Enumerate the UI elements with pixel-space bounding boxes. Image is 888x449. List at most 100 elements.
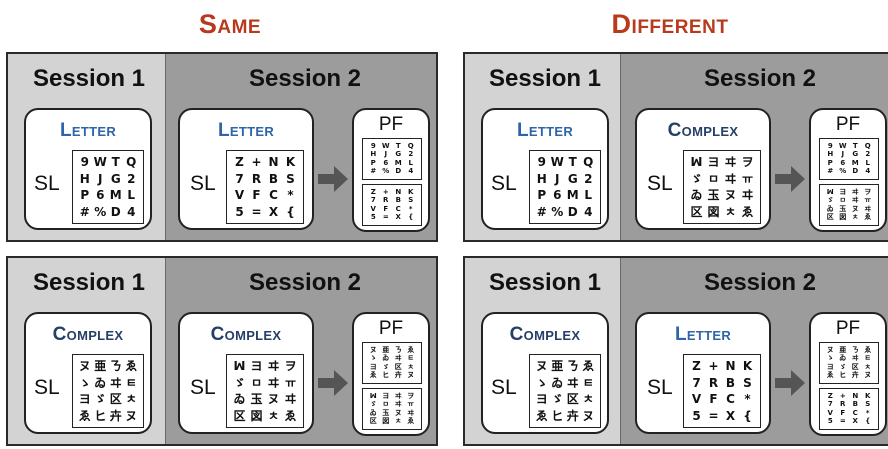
grid-cell: ヌ [535, 359, 548, 374]
grid-cell: F [840, 408, 846, 417]
session2-stimulus-type: Letter [674, 324, 732, 345]
grid-cell: { [286, 204, 295, 219]
grid-cell: ㅊ [724, 204, 737, 219]
grid-cell: 図 [839, 213, 847, 222]
grid-cell: D [110, 204, 121, 219]
grid-cell: 卉 [109, 408, 122, 423]
arrow-right-icon [318, 370, 348, 396]
grid-cell: 7 [235, 171, 244, 186]
grid-cell: H [79, 171, 90, 186]
grid-cell: 卉 [566, 408, 579, 423]
grid-cell: P [80, 188, 90, 203]
session2-stimulus-type: Letter [217, 120, 275, 141]
pf-label: PF [835, 114, 861, 135]
grid-cell: ꟽ [690, 155, 703, 170]
grid-cell: 4 [127, 204, 136, 219]
grid-cell: Z [827, 391, 833, 400]
grid-cell: L [408, 158, 413, 167]
grid-cell: 7 [827, 400, 833, 409]
grid-cell: ヰ [851, 354, 859, 363]
grid-cell: 2 [865, 150, 871, 159]
grid-cell: 区 [826, 213, 834, 222]
grid-cell: # [79, 204, 90, 219]
grid-cell: ヌ [864, 371, 872, 380]
grid-cell: Q [126, 155, 137, 170]
grid-cell: ゑ [407, 417, 415, 426]
grid-cell: K [865, 391, 871, 400]
grid-cell: L [865, 158, 870, 167]
grid-cell: ㅌ [125, 375, 137, 390]
grid-cell: ヌ [267, 392, 280, 407]
grid-cell: ㅌ [864, 354, 871, 363]
grid-cell: ゑ [284, 408, 297, 423]
grid-cell: = [708, 408, 719, 423]
grid-cell: 6 [383, 158, 389, 167]
grid-cell: X [725, 408, 736, 423]
grid-cell: ヌ [125, 408, 138, 423]
grid-cell: ヰ [394, 391, 402, 400]
grid-cell: 4 [408, 167, 414, 176]
grid-cell: 6 [840, 158, 846, 167]
grid-cell: ゑ [407, 345, 415, 354]
grid-cell: G [852, 150, 859, 159]
grid-cell: C [269, 188, 278, 203]
grid-cell: ㅠ [407, 400, 414, 409]
grid-cell: ㅊ [267, 408, 280, 423]
grid-cell: K [742, 359, 753, 374]
grid-cell: ꟽ [826, 187, 834, 196]
grid-cell: ヲ [741, 155, 754, 170]
grid-cell: Q [864, 141, 871, 150]
grid-cell: ヨ [535, 392, 548, 407]
grid-cell: D [852, 167, 859, 176]
grid-cell: 2 [127, 171, 136, 186]
grid-cell: R [251, 171, 262, 186]
grid-cell: X [395, 213, 401, 222]
grid-cell: 7 [370, 196, 376, 205]
grid-cell: ヌ [407, 371, 415, 380]
grid-cell: N [852, 391, 859, 400]
sl-label: SL [34, 172, 60, 195]
sl-label: SL [647, 376, 673, 399]
grid-cell: ゐ [551, 375, 564, 390]
grid-cell: ヨ [250, 359, 263, 374]
grid-cell: ゞ [839, 362, 847, 371]
session1-stimulus-type: Complex [509, 324, 581, 345]
grid-cell: 区 [690, 204, 703, 219]
grid-cell: 玉 [250, 392, 263, 407]
grid-cell: S [286, 171, 295, 186]
grid-cell: 図 [250, 408, 263, 423]
grid-cell: % [839, 167, 847, 176]
session1-label: Session 1 [32, 65, 146, 92]
grid-cell: ゑ [125, 359, 138, 374]
grid-cell: Z [370, 187, 376, 196]
grid-cell: 9 [537, 155, 546, 170]
grid-cell: ヰ [267, 375, 280, 390]
grid-cell: P [370, 158, 376, 167]
grid-cell: ㅠ [284, 375, 297, 390]
session1-label: Session 1 [32, 269, 146, 296]
grid-cell: 区 [566, 392, 579, 407]
grid-cell: 亜 [839, 345, 847, 354]
grid-cell: ゑ [864, 345, 872, 354]
grid-cell: ヰ [109, 375, 122, 390]
grid-cell: W [838, 141, 847, 150]
sl-label: SL [647, 172, 673, 195]
arrow-right-icon [775, 166, 805, 192]
grid-cell: 区 [369, 417, 377, 426]
grid-cell: B [268, 171, 279, 186]
grid-cell: # [536, 204, 547, 219]
